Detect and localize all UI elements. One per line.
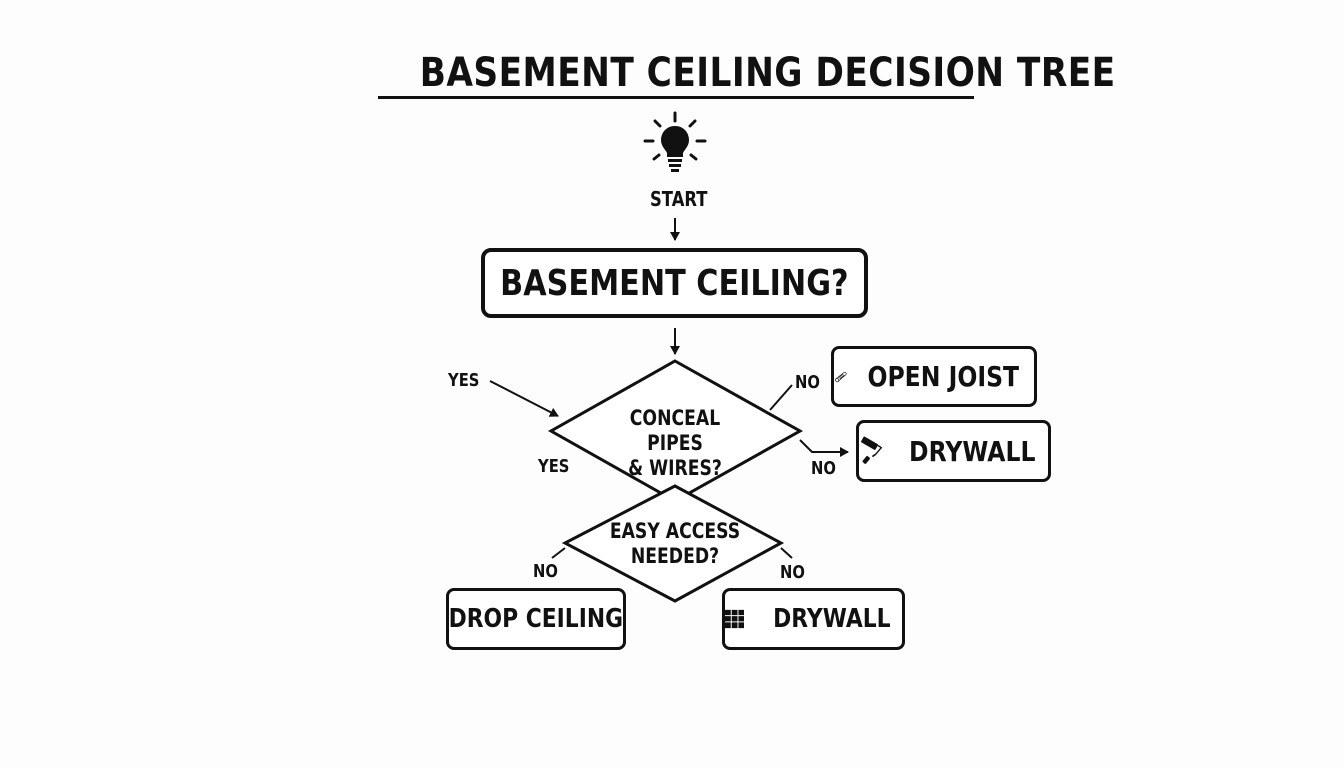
- outcome-drop-ceiling: DROP CEILING: [446, 588, 626, 650]
- root-question-box: BASEMENT CEILING?: [481, 248, 868, 318]
- q2-text: EASY ACCESS NEEDED?: [604, 519, 747, 569]
- edge-label-no-right: NO: [811, 458, 836, 479]
- drop-ceiling-label: DROP CEILING: [448, 604, 624, 634]
- outcome-open-joist: OPEN JOIST: [831, 346, 1037, 407]
- decision-diamond-access: [561, 484, 785, 603]
- q2-line1: EASY ACCESS: [609, 519, 741, 543]
- outcome-drywall-right: DRYWALL: [856, 420, 1051, 482]
- paint-roller-icon: [861, 436, 883, 464]
- q1-line1: CONCEAL PIPES: [629, 406, 721, 455]
- line-q2-no-left: [551, 547, 566, 559]
- start-label: START: [650, 187, 708, 211]
- drywall-right-label: DRYWALL: [909, 434, 1036, 468]
- grid-tiles-icon: [725, 609, 745, 629]
- q1-line2: & WIRES?: [628, 456, 722, 480]
- edge-label-no-bottom-right: NO: [780, 562, 805, 583]
- wood-log-icon: [835, 371, 847, 382]
- arrow-yes-into-q1: [489, 380, 559, 417]
- edge-label-no-top: NO: [795, 372, 820, 393]
- edge-label-no-left: NO: [533, 561, 558, 582]
- edge-label-yes-in: YES: [448, 370, 480, 391]
- outcome-drywall-bottom: DRYWALL: [722, 588, 905, 650]
- q1-text: CONCEAL PIPES & WIRES?: [600, 406, 751, 481]
- line-q2-no-right: [780, 547, 793, 559]
- edge-label-yes-down: YES: [538, 456, 570, 477]
- root-question-label: BASEMENT CEILING?: [500, 262, 849, 304]
- open-joist-label: OPEN JOIST: [867, 360, 1020, 393]
- lightbulb-icon: [643, 111, 707, 172]
- q2-line2: NEEDED?: [630, 544, 720, 568]
- arrow-q1-to-drywall: [799, 439, 849, 457]
- line-q1-no-top: [769, 384, 793, 411]
- drywall-bottom-label: DRYWALL: [773, 604, 891, 634]
- title-underline: [378, 96, 974, 99]
